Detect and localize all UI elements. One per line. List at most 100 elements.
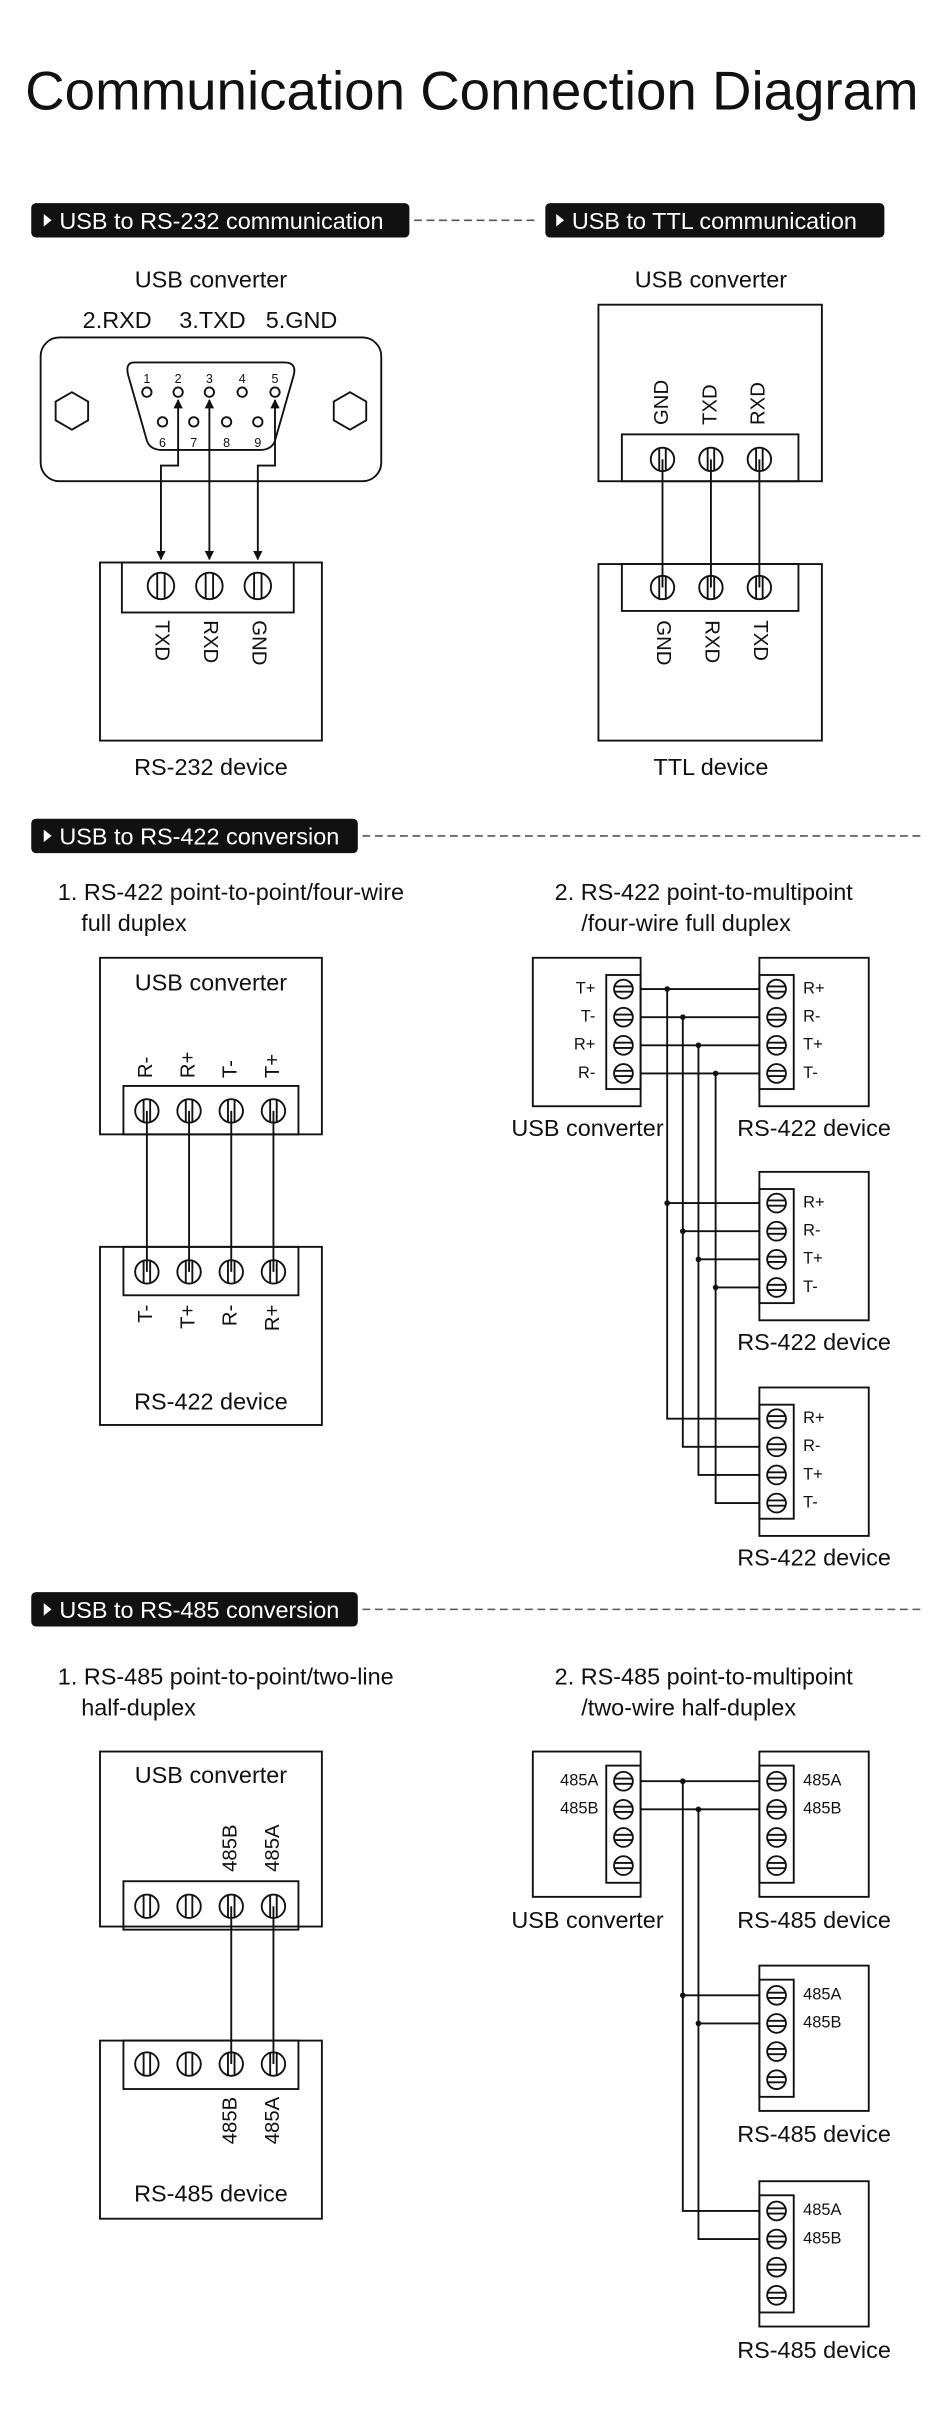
svg-text:USB to TTL communication: USB to TTL communication: [572, 208, 857, 234]
screw-terminal-icon: [766, 1277, 787, 1298]
screw-terminal-icon: [766, 1408, 787, 1430]
terminal-block: [122, 2039, 300, 2090]
triangle-icon: [556, 214, 565, 227]
screw-terminal-icon: [766, 2256, 787, 2278]
db9-pin: [252, 416, 264, 428]
ttl-device-pin: RXD: [701, 620, 723, 663]
rs485-converter-label: USB converter: [135, 1762, 287, 1788]
ttl-converter-pin: RXD: [748, 382, 770, 425]
rs422-multi-caption: /four-wire full duplex: [581, 910, 791, 936]
screw-terminal-icon: [766, 2228, 787, 2250]
screw-terminal-icon: [176, 2051, 202, 2077]
junction-dot: [679, 1014, 686, 1020]
rs422-multi-device-pin: T-: [803, 1278, 818, 1296]
rs232-device-pin: TXD: [151, 620, 173, 661]
db9-pin: [172, 386, 184, 398]
terminal-block: [122, 1880, 300, 1931]
screw-terminal-icon: [243, 571, 273, 601]
screw-terminal-icon: [766, 2200, 787, 2222]
screw-terminal-icon: [146, 571, 176, 601]
db9-connector-body: [39, 336, 383, 483]
screw-terminal-icon: [176, 1098, 202, 1124]
rs485-multi-converter-label: USB converter: [511, 1907, 663, 1933]
triangle-icon: [43, 829, 52, 843]
ttl-converter-pin: TXD: [699, 384, 721, 425]
terminal-block: [758, 1978, 795, 2098]
junction-dot: [664, 986, 670, 992]
db9-pin-number: 1: [143, 372, 150, 386]
rs422-multi-converter-pin: R+: [574, 1036, 595, 1054]
rs485-device-pin: 485A: [262, 2096, 284, 2144]
screw-terminal-icon: [218, 1098, 244, 1124]
terminal-block: [758, 2194, 795, 2314]
wire-rxd: [156, 399, 183, 561]
rs422-p2p-caption: full duplex: [81, 910, 187, 936]
wire: [697, 1045, 760, 1476]
screw-terminal-icon: [698, 574, 724, 601]
junction-dot: [695, 1806, 702, 1813]
terminal-block: [605, 1764, 642, 1884]
rs422-converter-pin: R+: [177, 1052, 199, 1079]
rs485-multi-device-label: RS-485 device: [737, 1907, 891, 1933]
terminal-block: [122, 1245, 300, 1297]
screw-terminal-icon: [649, 446, 676, 473]
db9-pin: [236, 386, 248, 398]
screw-terminal-icon: [766, 2013, 787, 2034]
screw-terminal-icon: [766, 2284, 787, 2306]
screw-terminal-icon: [766, 1799, 787, 1820]
junction-dot: [695, 2020, 702, 2027]
rs485-multi-device-label: RS-485 device: [737, 2337, 891, 2363]
screw-terminal-icon: [613, 1799, 634, 1820]
db9-pin: [269, 386, 281, 398]
rs422-multi-device-pin: T-: [803, 1064, 818, 1082]
rs232-device-pin: GND: [247, 620, 269, 665]
screw-terminal-icon: [766, 2069, 787, 2090]
svg-text:USB to RS-232 communication: USB to RS-232 communication: [59, 208, 383, 234]
screw-terminal-icon: [766, 1192, 787, 1214]
ttl-converter-label: USB converter: [635, 266, 787, 292]
screw-terminal-icon: [766, 1464, 787, 1486]
db9-pin: [156, 416, 169, 428]
screw-terminal-icon: [746, 574, 773, 601]
screw-terminal-icon: [260, 1893, 287, 1919]
screw-terminal-icon: [766, 2041, 787, 2062]
junction-dot: [679, 1778, 686, 1785]
triangle-icon: [43, 1603, 52, 1616]
rs232-pin-label: 5.GND: [266, 307, 338, 333]
screw-terminal-icon: [613, 978, 634, 1000]
db9-pin: [203, 386, 216, 398]
screw-terminal-icon: [766, 1827, 787, 1848]
junction-dot: [679, 1228, 686, 1235]
wire: [714, 1073, 760, 1505]
rs422-device-pin: R+: [262, 1305, 284, 1332]
rs422-multi-converter-pin: T-: [581, 1008, 596, 1026]
screw-terminal-icon: [613, 1006, 634, 1028]
rs422-device-pin: T-: [135, 1305, 157, 1323]
screw-terminal-icon: [134, 1098, 160, 1124]
rs422-converter-pin: T+: [262, 1054, 284, 1078]
rs485-p2p-caption: half-duplex: [81, 1695, 196, 1721]
hex-nut-icon: [332, 391, 368, 431]
screw-terminal-icon: [218, 2051, 244, 2077]
screw-terminal-icon: [613, 1770, 634, 1792]
wire-gnd: [253, 399, 280, 561]
rs422-converter-label: USB converter: [135, 970, 287, 996]
screw-terminal-icon: [613, 1855, 634, 1876]
rs485-converter-box: [99, 1750, 323, 1928]
rs422-multi-device-pin: T-: [803, 1493, 818, 1511]
db9-pin-number: 2: [175, 372, 182, 386]
rs422-converter-pin: R-: [135, 1057, 157, 1078]
db9-pin-number: 9: [254, 436, 261, 450]
rs422-multi-converter-pin: R-: [578, 1064, 595, 1082]
screw-terminal-icon: [176, 1259, 202, 1285]
terminal-block: [758, 974, 795, 1090]
rs422-multi-converter-label: USB converter: [511, 1115, 663, 1141]
screw-terminal-icon: [649, 574, 676, 601]
rs422-multi-device-label: RS-422 device: [737, 1545, 891, 1571]
db9-pin: [141, 386, 153, 398]
rs485-multi-device-pin: 485B: [803, 2014, 841, 2032]
wire: [681, 1781, 760, 2212]
screw-terminal-icon: [746, 446, 773, 473]
terminal-block: [122, 1084, 300, 1136]
rs422-multi-device-pin: T+: [803, 1036, 823, 1054]
